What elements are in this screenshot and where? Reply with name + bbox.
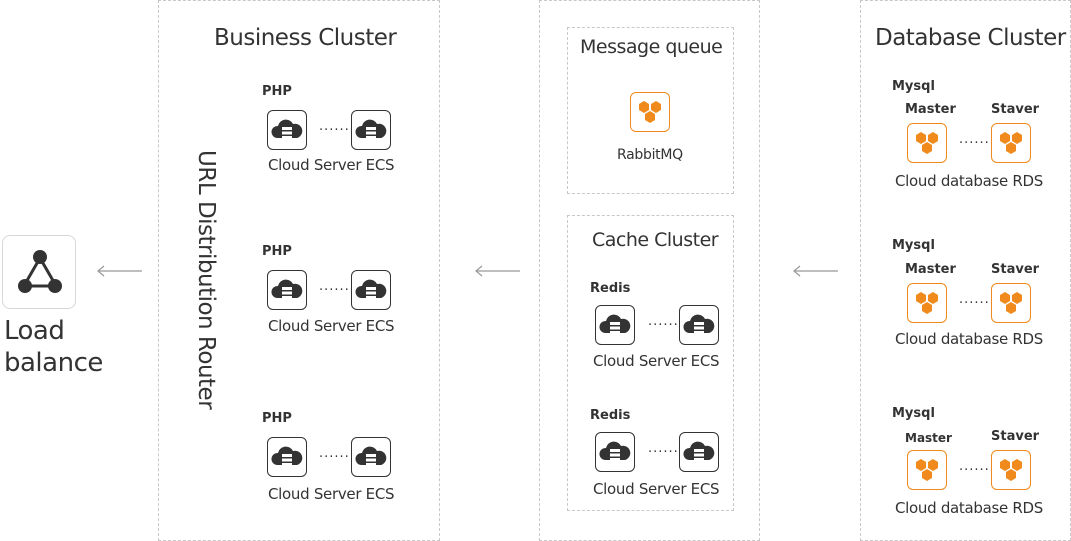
hexagon-cluster-icon: [639, 101, 661, 123]
rds-slave-node: [991, 283, 1031, 323]
slave-label-2: Staver: [991, 262, 1040, 277]
cloud-server-icon: [599, 441, 631, 460]
php-label-2: PHP: [262, 244, 292, 259]
message-queue-box: [567, 27, 734, 194]
load-balancer-icon: [18, 250, 62, 293]
rabbitmq-caption: RabbitMQ: [617, 147, 683, 163]
arrow-left-3: [793, 265, 838, 277]
ecs-node: [679, 432, 719, 472]
redis-ecs-caption-1: Cloud Server ECS: [593, 352, 720, 370]
ellipsis: ......: [319, 119, 350, 134]
cloud-server-icon: [599, 314, 631, 333]
arrow-left-1: [97, 265, 142, 277]
url-distribution-router-label: URL Distribution Router: [193, 150, 219, 410]
ecs-node: [267, 270, 307, 310]
slave-label-1: Staver: [991, 102, 1040, 117]
database-cluster-title: Database Cluster: [875, 25, 1066, 51]
slave-label-3: Staver: [991, 429, 1040, 444]
load-balance-node: [2, 235, 76, 309]
cloud-server-icon: [355, 446, 387, 465]
mysql-label-2: Mysql: [892, 238, 935, 253]
cloud-server-icon: [271, 279, 303, 298]
rabbitmq-node: [630, 92, 670, 132]
redis-label-1: Redis: [590, 281, 631, 296]
ellipsis: ......: [648, 441, 679, 456]
cloud-server-icon: [683, 314, 715, 333]
arrow-left-2: [475, 265, 520, 277]
ellipsis: ......: [648, 314, 679, 329]
ecs-node: [267, 437, 307, 477]
rds-caption-3: Cloud database RDS: [895, 499, 1044, 517]
master-label-1: Master: [905, 102, 956, 117]
ellipsis: ......: [319, 279, 350, 294]
mysql-label-3: Mysql: [892, 406, 935, 421]
load-balance-label-line2: balance: [4, 348, 103, 378]
cloud-server-icon: [683, 441, 715, 460]
load-balance-label-line1: Load: [4, 316, 65, 346]
ecs-caption-3: Cloud Server ECS: [268, 485, 395, 503]
cloud-server-icon: [271, 119, 303, 138]
redis-ecs-caption-2: Cloud Server ECS: [593, 480, 720, 498]
cloud-server-icon: [355, 119, 387, 138]
php-label-3: PHP: [262, 411, 292, 426]
ecs-node: [267, 110, 307, 150]
php-label-1: PHP: [262, 84, 292, 99]
ecs-node: [595, 305, 635, 345]
business-cluster-title: Business Cluster: [214, 25, 397, 51]
redis-label-2: Redis: [590, 408, 631, 423]
ecs-node: [351, 110, 391, 150]
ecs-node: [595, 432, 635, 472]
ellipsis: ......: [959, 459, 990, 474]
message-queue-title: Message queue: [580, 36, 723, 58]
hexagon-cluster-icon: [916, 132, 938, 154]
hexagon-cluster-icon: [1000, 132, 1022, 154]
ellipsis: ......: [959, 132, 990, 147]
cloud-server-icon: [271, 446, 303, 465]
rds-slave-node: [991, 123, 1031, 163]
hexagon-cluster-icon: [916, 459, 938, 481]
rds-caption-2: Cloud database RDS: [895, 330, 1044, 348]
ellipsis: ......: [959, 292, 990, 307]
rds-slave-node: [991, 450, 1031, 490]
ellipsis: ......: [319, 446, 350, 461]
rds-master-node: [907, 450, 947, 490]
hexagon-cluster-icon: [916, 292, 938, 314]
rds-master-node: [907, 283, 947, 323]
cache-cluster-title: Cache Cluster: [592, 229, 719, 251]
master-label-3: Master: [905, 431, 952, 445]
ecs-node: [679, 305, 719, 345]
cloud-server-icon: [355, 279, 387, 298]
ecs-node: [351, 437, 391, 477]
master-label-2: Master: [905, 262, 956, 277]
mysql-label-1: Mysql: [892, 79, 935, 94]
ecs-caption-1: Cloud Server ECS: [268, 156, 395, 174]
rds-caption-1: Cloud database RDS: [895, 172, 1044, 190]
rds-master-node: [907, 123, 947, 163]
ecs-caption-2: Cloud Server ECS: [268, 317, 395, 335]
cache-cluster-box: [567, 215, 734, 511]
hexagon-cluster-icon: [1000, 459, 1022, 481]
hexagon-cluster-icon: [1000, 292, 1022, 314]
ecs-node: [351, 270, 391, 310]
